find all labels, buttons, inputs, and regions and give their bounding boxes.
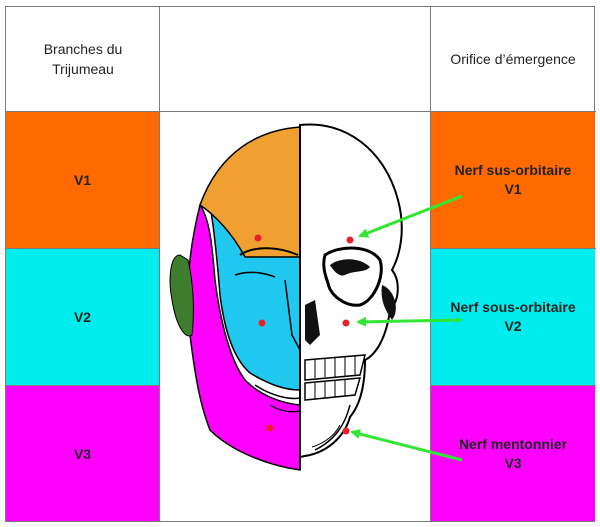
nerve-v3-code: V3 xyxy=(504,454,522,471)
header-illustration xyxy=(160,7,430,111)
nerve-v1-code: V1 xyxy=(504,181,522,197)
column-divider xyxy=(430,7,431,521)
header-branches-label: Branches du Trijumeau xyxy=(43,40,123,77)
branch-v3-cell: V3 xyxy=(6,386,159,521)
ear xyxy=(169,254,194,337)
v1-dot-face xyxy=(254,234,262,242)
row-divider xyxy=(6,385,160,386)
branch-v2-cell: V2 xyxy=(6,249,159,385)
trigeminal-table: Branches du Trijumeau Orifice d’émergenc… xyxy=(5,6,596,522)
cheekbone xyxy=(381,285,396,320)
branch-v3-label: V3 xyxy=(73,445,92,462)
column-divider xyxy=(159,7,160,521)
branch-v1-label: V1 xyxy=(73,172,92,188)
v2-foramen-dot xyxy=(342,319,350,327)
nerve-v2-code: V2 xyxy=(504,318,522,334)
row-divider xyxy=(430,248,596,249)
row-divider xyxy=(159,111,431,112)
nerve-v3-name: Nerf mentonnier xyxy=(458,435,568,452)
eye-socket-shadow xyxy=(330,259,370,276)
head-skull-illustration xyxy=(169,123,403,471)
nerve-v1-cell: Nerf sus-orbitaire V1 xyxy=(431,112,595,248)
v3-foramen-dot xyxy=(342,427,350,435)
row-divider xyxy=(430,385,596,386)
row-divider xyxy=(6,248,160,249)
nerve-v1-name: Nerf sus-orbitaire xyxy=(454,162,572,179)
header-branches: Branches du Trijumeau xyxy=(7,7,159,111)
nerve-v2-name: Nerf sous-orbitaire xyxy=(450,299,576,316)
nasal-cavity xyxy=(305,300,320,345)
header-orifice: Orifice d’émergence xyxy=(431,7,595,111)
jaw-line xyxy=(314,404,351,451)
branch-v2-label: V2 xyxy=(73,309,92,325)
row-divider xyxy=(430,111,596,112)
branch-v1-cell: V1 xyxy=(6,112,159,248)
nerve-v2-cell: Nerf sous-orbitaire V2 xyxy=(431,249,595,385)
v1-zone xyxy=(199,126,301,258)
nerve-v3-cell: Nerf mentonnier V3 xyxy=(431,386,595,521)
v3-dot-face xyxy=(266,424,274,432)
header-orifice-label: Orifice d’émergence xyxy=(450,50,576,67)
row-divider xyxy=(6,111,160,112)
v2-dot-face xyxy=(258,319,266,327)
v1-foramen-dot xyxy=(346,236,354,244)
lower-teeth xyxy=(304,377,362,401)
